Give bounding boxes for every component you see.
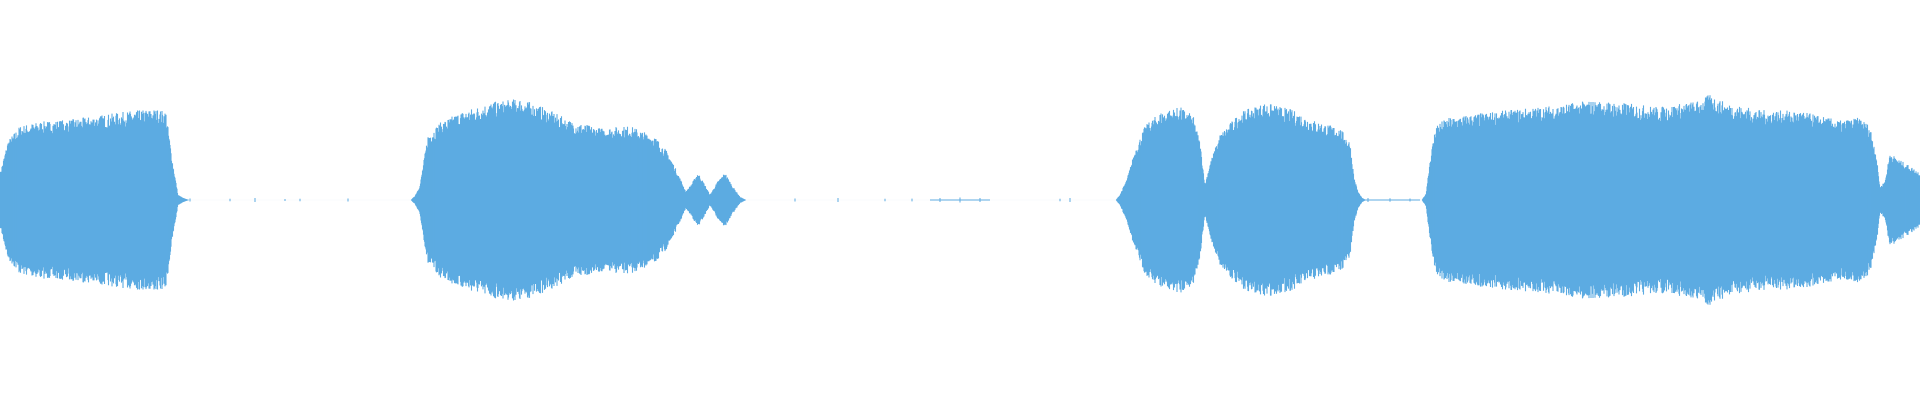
waveform-noise xyxy=(189,197,1420,203)
waveform-samples xyxy=(0,95,1920,305)
